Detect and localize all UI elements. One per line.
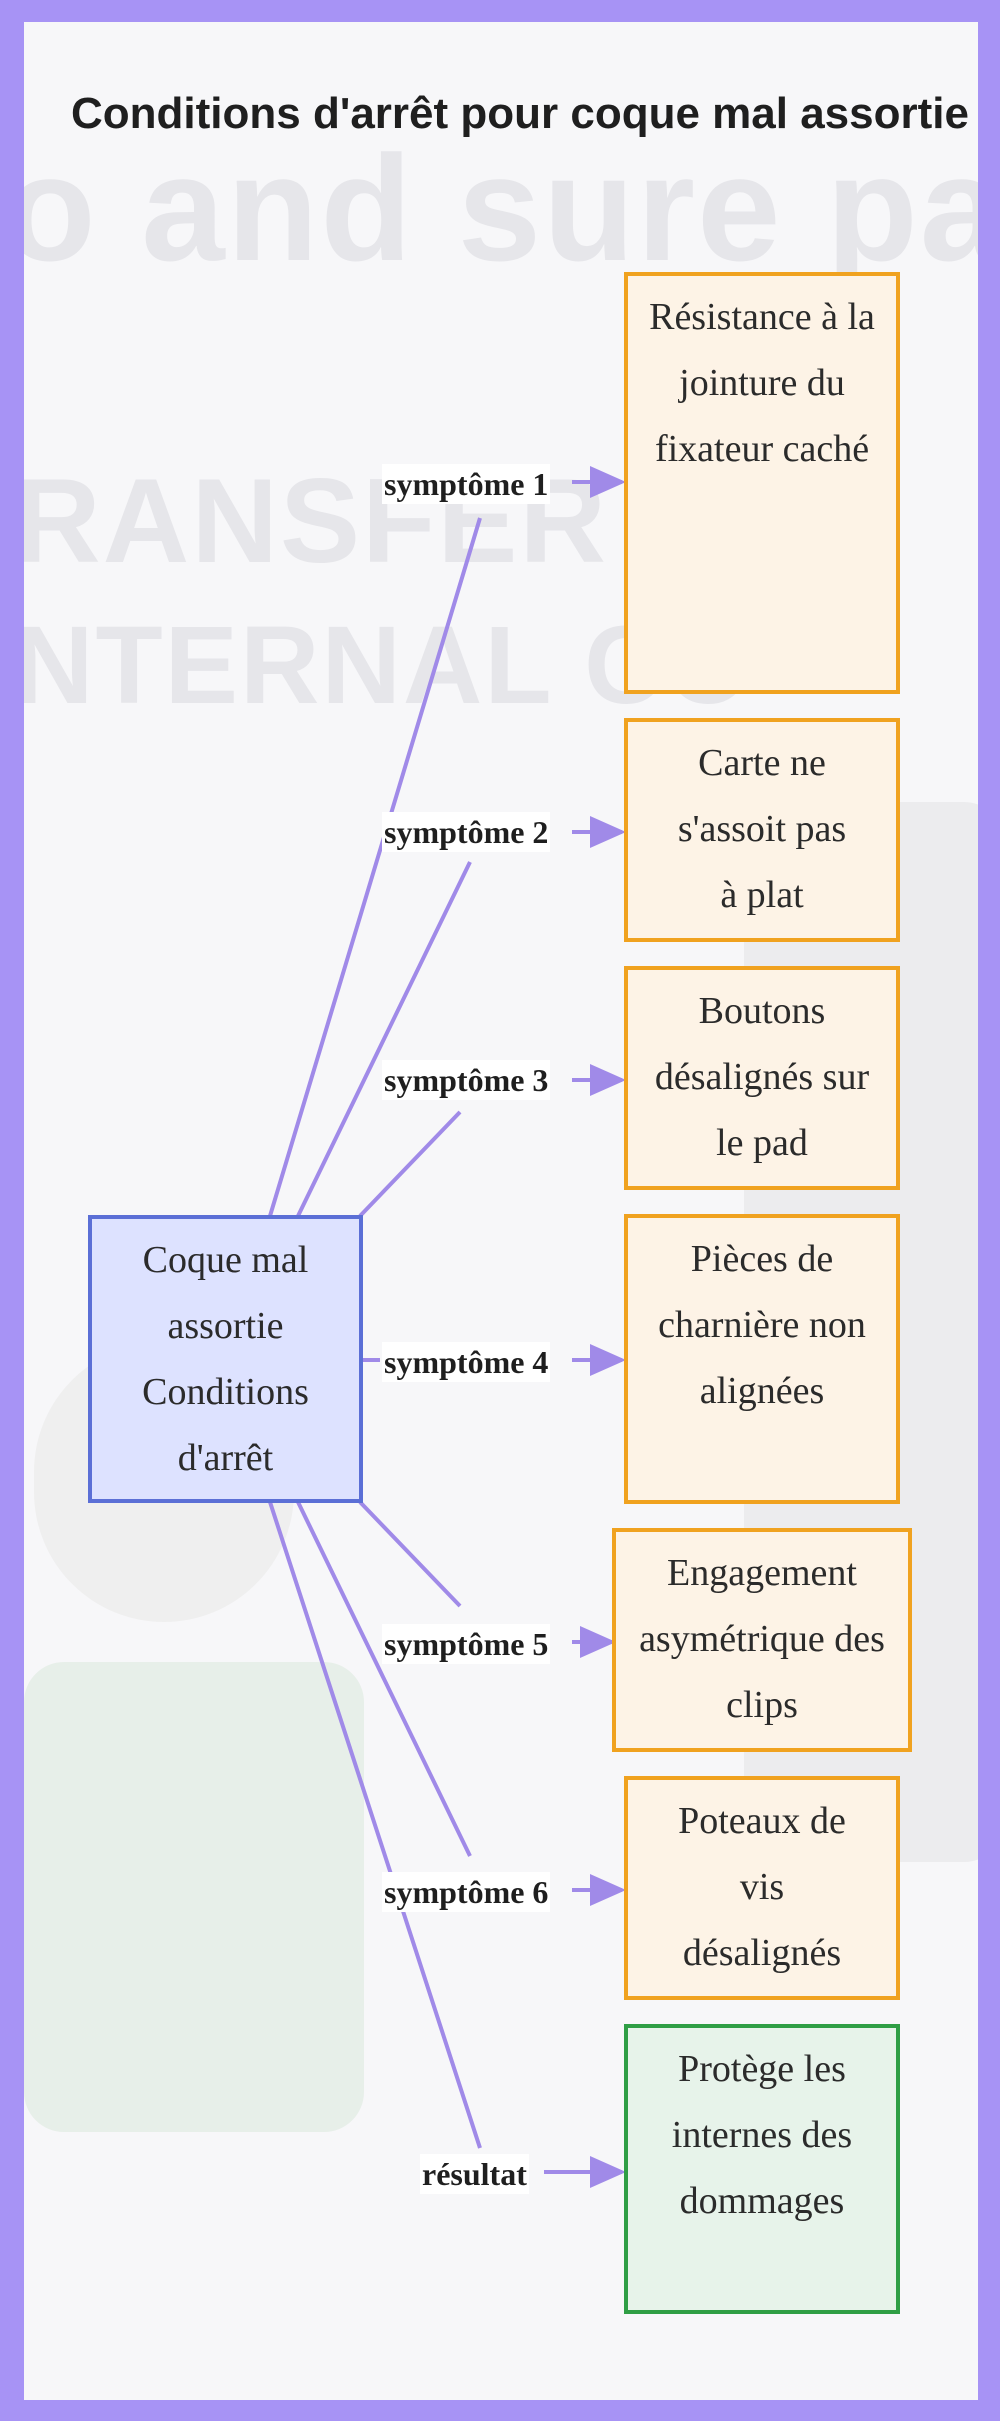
symptom-node-4: Pièces de charnière non alignées xyxy=(624,1214,900,1504)
branch-line-7 xyxy=(268,1501,482,2149)
root-node-label: Coque mal assortie Conditions d'arrêt xyxy=(142,1239,309,1479)
root-node: Coque mal assortie Conditions d'arrêt xyxy=(88,1215,363,1503)
edge-label-symptom-4: symptôme 4 xyxy=(382,1342,551,1382)
symptom-node-5-label: Engagement asymétrique des clips xyxy=(639,1552,885,1726)
diagram-title: Conditions d'arrêt pour coque mal assort… xyxy=(71,89,969,138)
symptom-node-2: Carte ne s'assoit pas à plat xyxy=(624,718,900,942)
symptom-node-6: Poteaux de vis désalignés xyxy=(624,1776,900,2000)
edge-label-symptom-1: symptôme 1 xyxy=(382,464,551,504)
edge-label-result: résultat xyxy=(420,2154,529,2194)
branch-line-6 xyxy=(296,1501,472,1857)
edge-label-symptom-3: symptôme 3 xyxy=(382,1060,551,1100)
edge-label-symptom-6: symptôme 6 xyxy=(382,1872,551,1912)
symptom-node-1: Résistance à la jointure du fixateur cac… xyxy=(624,272,900,694)
branch-line-5 xyxy=(358,1500,462,1608)
symptom-node-3: Boutons désalignés sur le pad xyxy=(624,966,900,1190)
symptom-node-5: Engagement asymétrique des clips xyxy=(612,1528,912,1752)
edge-label-symptom-5: symptôme 5 xyxy=(382,1624,551,1664)
branch-line-3 xyxy=(358,1110,462,1218)
result-node-label: Protège les internes des dommages xyxy=(671,2048,853,2222)
background-green-panel xyxy=(24,1662,364,2132)
branch-line-1 xyxy=(268,517,482,1217)
background-watermark-line-1: o and sure pa xyxy=(24,124,978,292)
edge-label-symptom-2: symptôme 2 xyxy=(382,812,551,852)
symptom-node-3-label: Boutons désalignés sur le pad xyxy=(654,990,870,1164)
symptom-node-1-label: Résistance à la jointure du fixateur cac… xyxy=(649,296,875,470)
symptom-node-6-label: Poteaux de vis désalignés xyxy=(678,1800,846,1974)
branch-line-2 xyxy=(296,861,472,1217)
symptom-node-2-label: Carte ne s'assoit pas à plat xyxy=(677,742,847,916)
symptom-node-4-label: Pièces de charnière non alignées xyxy=(658,1238,866,1412)
result-node: Protège les internes des dommages xyxy=(624,2024,900,2314)
